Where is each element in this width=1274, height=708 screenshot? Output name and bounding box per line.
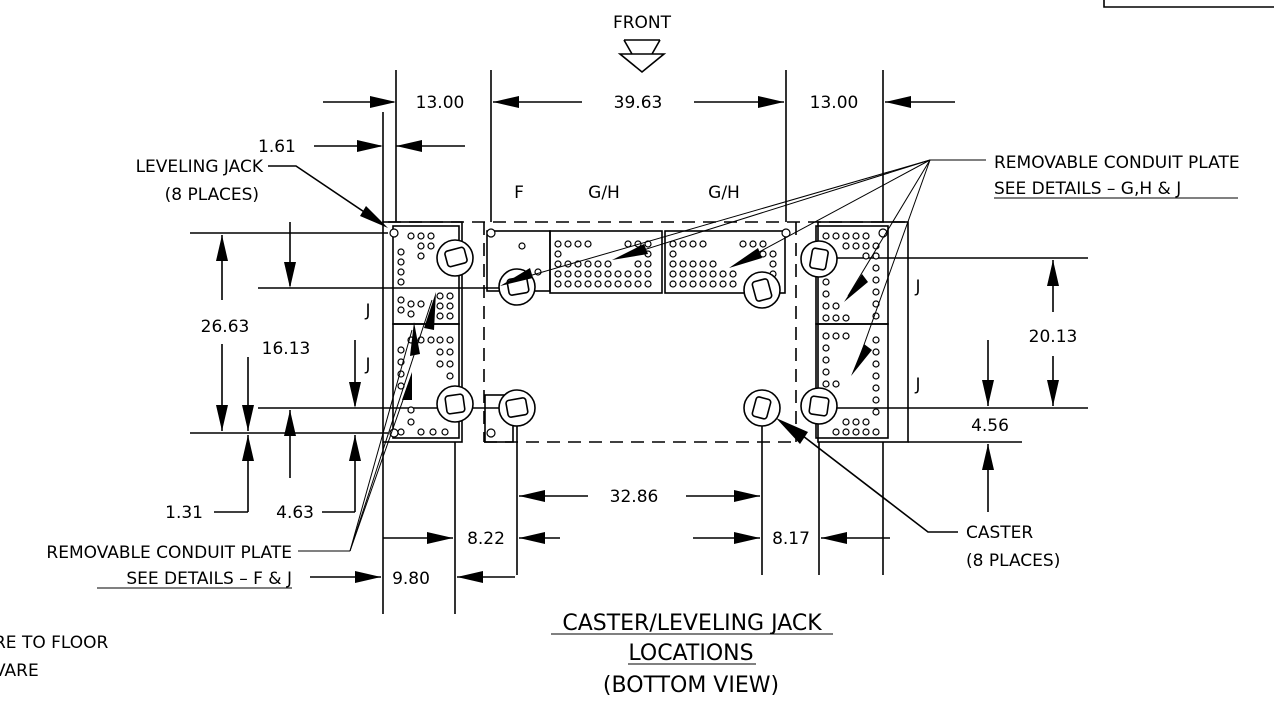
bottom-dimensions: 32.86 8.22 8.17 9.80: [310, 487, 890, 589]
plate-gh-left: [549, 230, 663, 294]
caster-label-2: (8 PLACES): [966, 551, 1060, 571]
dim-left-inner: 16.13: [262, 339, 311, 359]
conduit-top-label-2: SEE DETAILS – G,H & J: [994, 179, 1181, 199]
cabinet-outline-dashed: [388, 221, 905, 443]
dim-top-right: 13.00: [810, 93, 859, 113]
plate-label-right-j1: J: [914, 277, 920, 297]
left-dimensions: 26.63 16.13 1.31 4.63: [165, 222, 361, 523]
plate-label-gh-1: G/H: [588, 183, 620, 203]
plate-gh-right: [664, 230, 786, 294]
note-line-1: RE TO FLOOR: [0, 633, 109, 653]
leveling-jack-holes: [389, 228, 888, 438]
top-perforations: [518, 240, 777, 288]
dim-left-height: 26.63: [201, 317, 250, 337]
caster-icon: [800, 387, 838, 425]
plate-label-gh-2: G/H: [708, 183, 740, 203]
dim-top-left: 13.00: [416, 93, 465, 113]
conduit-bottom-label-1: REMOVABLE CONDUIT PLATE: [46, 543, 292, 563]
caster-icon: [498, 389, 536, 427]
note-line-2: VARE: [0, 661, 39, 681]
dim-top-middle: 39.63: [614, 93, 663, 113]
caster-icon: [800, 240, 838, 278]
plate-label-left-j1: J: [364, 301, 370, 321]
caster-icon: [436, 239, 474, 277]
extension-lines: [382, 70, 884, 614]
title-line-2: LOCATIONS: [628, 641, 753, 666]
dim-caster-left: 8.22: [467, 529, 505, 549]
caster-label-1: CASTER: [966, 523, 1033, 543]
dim-right-bottom: 4.56: [971, 416, 1009, 436]
right-plate-lower: [815, 323, 889, 439]
right-dimensions: 20.13 4.56: [971, 260, 1077, 512]
conduit-perforations: [397, 232, 880, 436]
dim-caster-left-outer: 9.80: [392, 569, 430, 589]
leveling-jack-label-1: LEVELING JACK: [136, 157, 264, 177]
plate-label-f: F: [514, 183, 524, 203]
caster-icon: [743, 271, 781, 309]
caster-icon: [436, 385, 474, 423]
dim-caster-span: 32.86: [610, 487, 659, 507]
caster-icon: [743, 389, 781, 427]
title-line-3: (BOTTOM VIEW): [603, 673, 779, 698]
caster-arrow: [776, 418, 808, 444]
plate-label-right-j2: J: [914, 375, 920, 395]
title-line-1: CASTER/LEVELING JACK: [562, 611, 822, 636]
front-arrow-icon: [617, 39, 667, 74]
conduit-top-leaders: [500, 159, 986, 376]
dim-caster-right: 8.17: [772, 529, 810, 549]
plate-label-left-j2: J: [364, 355, 370, 375]
leveling-jack-label-2: (8 PLACES): [165, 185, 259, 205]
caster-icons: [436, 239, 838, 427]
top-dimensions: 13.00 39.63 13.00: [323, 93, 955, 113]
front-label: FRONT: [613, 13, 672, 33]
conduit-bottom-leaders: [298, 292, 436, 552]
caster-leader: [789, 425, 958, 533]
leveling-jack-arrow: [360, 206, 388, 228]
dim-right-height: 20.13: [1029, 327, 1078, 347]
conduit-bottom-label-2: SEE DETAILS – F & J: [126, 569, 292, 589]
dim-bottom-left-b: 4.63: [276, 503, 314, 523]
dim-bottom-left-a: 1.31: [165, 503, 203, 523]
jack-offset-dimension: 1.61: [258, 137, 465, 157]
right-perforations: [822, 232, 880, 436]
corner-box-fragment: [1103, 0, 1274, 8]
leveling-jack-leader: [268, 165, 383, 225]
dim-jack-offset: 1.61: [258, 137, 296, 157]
left-base-frame: [382, 221, 463, 443]
conduit-top-label-1: REMOVABLE CONDUIT PLATE: [994, 153, 1240, 173]
